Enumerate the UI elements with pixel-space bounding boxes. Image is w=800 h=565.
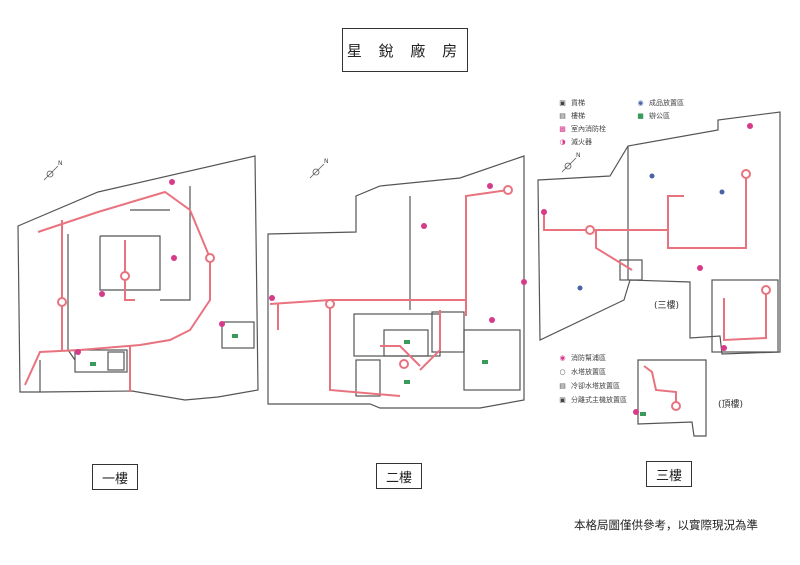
first-floor-label: 一樓	[92, 464, 138, 490]
compass-letter-3: N	[576, 152, 581, 159]
disclaimer-note: 本格局圖僅供參考，以實際現況為準	[574, 518, 758, 532]
split-ac-icon: ▣	[559, 396, 566, 404]
legend-office: ■ 辦公區	[637, 112, 670, 120]
office-markers	[90, 334, 646, 416]
fire-extinguisher-icon: ◑	[559, 138, 566, 146]
third-floor-sublabel: (三樓)	[654, 301, 680, 311]
compass-marks	[43, 157, 577, 181]
roof-route	[643, 365, 681, 411]
office-icon: ■	[637, 112, 644, 120]
roof-plan	[637, 359, 707, 437]
fire-hydrant-icon: ▩	[559, 125, 566, 133]
cooling-tower-icon: ▤	[559, 382, 566, 390]
third-floor-label: 三樓	[646, 461, 692, 487]
legend-freight-elevator: ▣ 貨梯	[559, 99, 585, 107]
legend-split-ac: ▣ 分離式主機放置區	[559, 396, 627, 404]
third-floor-plan	[537, 111, 781, 355]
water-tower-icon: ○	[559, 368, 566, 376]
product-area-markers	[577, 173, 725, 291]
roof-sublabel: (頂樓)	[718, 400, 744, 410]
legend-fire-pump: ◉ 消防幫浦區	[559, 354, 606, 362]
freight-elevator-icon: ▣	[559, 99, 566, 107]
fire-pump-icon: ◉	[559, 354, 566, 362]
legend-product-area: ◉ 成品放置區	[637, 99, 684, 107]
product-area-icon: ◉	[637, 99, 644, 107]
fire-extinguishers	[75, 123, 753, 415]
page-title: 星 銳 廠 房	[342, 28, 468, 72]
legend-fire-extinguisher: ◑ 滅火器	[559, 138, 592, 146]
legend-fire-hydrant: ▩ 室內消防栓	[559, 125, 606, 133]
second-floor-label: 二樓	[376, 463, 422, 489]
third-floor-route	[543, 169, 771, 342]
legend-water-tower: ○ 水塔放置區	[559, 368, 606, 376]
first-floor-route	[24, 190, 215, 392]
legend-cooling-tower: ▤ 冷卻水塔放置區	[559, 382, 620, 390]
stairs-icon: ▤	[559, 112, 566, 120]
second-floor-route	[269, 185, 513, 397]
compass-letter-1: N	[58, 160, 63, 167]
legend-stairs: ▤ 樓梯	[559, 112, 585, 120]
first-floor-plan	[17, 155, 259, 401]
compass-letter-2: N	[324, 158, 329, 165]
